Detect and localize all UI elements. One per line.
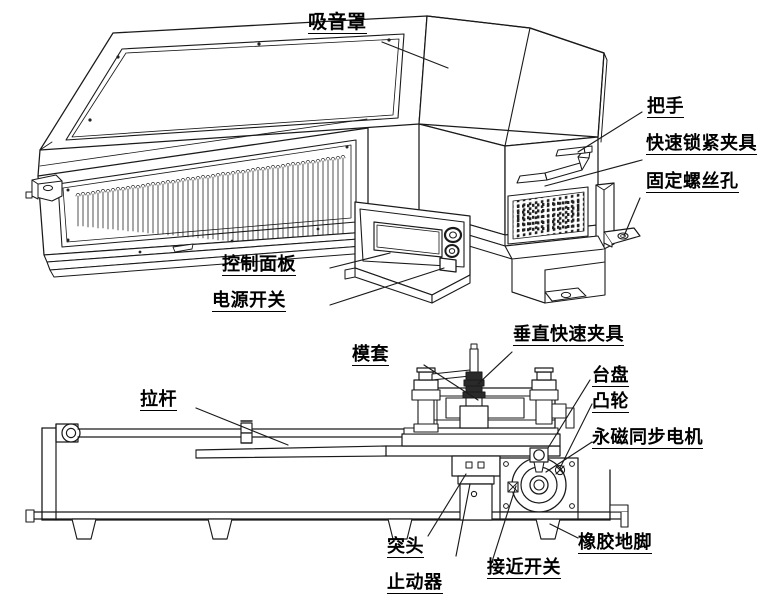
vertical-clamp-graphic bbox=[459, 343, 489, 429]
label-rubber-foot: 橡胶地脚 bbox=[578, 532, 652, 555]
label-vertical-quick-clamp: 垂直快速夹具 bbox=[513, 324, 624, 347]
label-handle: 把手 bbox=[647, 96, 684, 119]
label-sound-hood: 吸音罩 bbox=[308, 11, 367, 35]
label-control-panel: 控制面板 bbox=[222, 254, 296, 277]
label-power-switch: 电源开关 bbox=[212, 290, 286, 313]
label-quick-lock-clamp: 快速锁紧夹具 bbox=[646, 133, 757, 156]
upper-machine-body bbox=[25, 15, 641, 304]
label-pm-sync-motor: 永磁同步电机 bbox=[592, 427, 703, 450]
rubber-feet bbox=[71, 518, 561, 540]
label-pull-rod: 拉杆 bbox=[140, 389, 177, 412]
label-fixing-screw-hole: 固定螺丝孔 bbox=[646, 171, 739, 194]
callout-leaders bbox=[195, 41, 643, 569]
label-protruding-head: 突头 bbox=[387, 536, 424, 559]
label-cam: 凸轮 bbox=[592, 391, 629, 414]
lower-machine-body bbox=[25, 343, 629, 540]
label-stopper: 止动器 bbox=[387, 572, 443, 595]
label-mold-sleeve: 模套 bbox=[352, 344, 389, 367]
control-panel-graphic bbox=[344, 201, 471, 304]
label-table-plate: 台盘 bbox=[592, 365, 629, 388]
label-proximity-switch: 接近开关 bbox=[487, 557, 561, 580]
